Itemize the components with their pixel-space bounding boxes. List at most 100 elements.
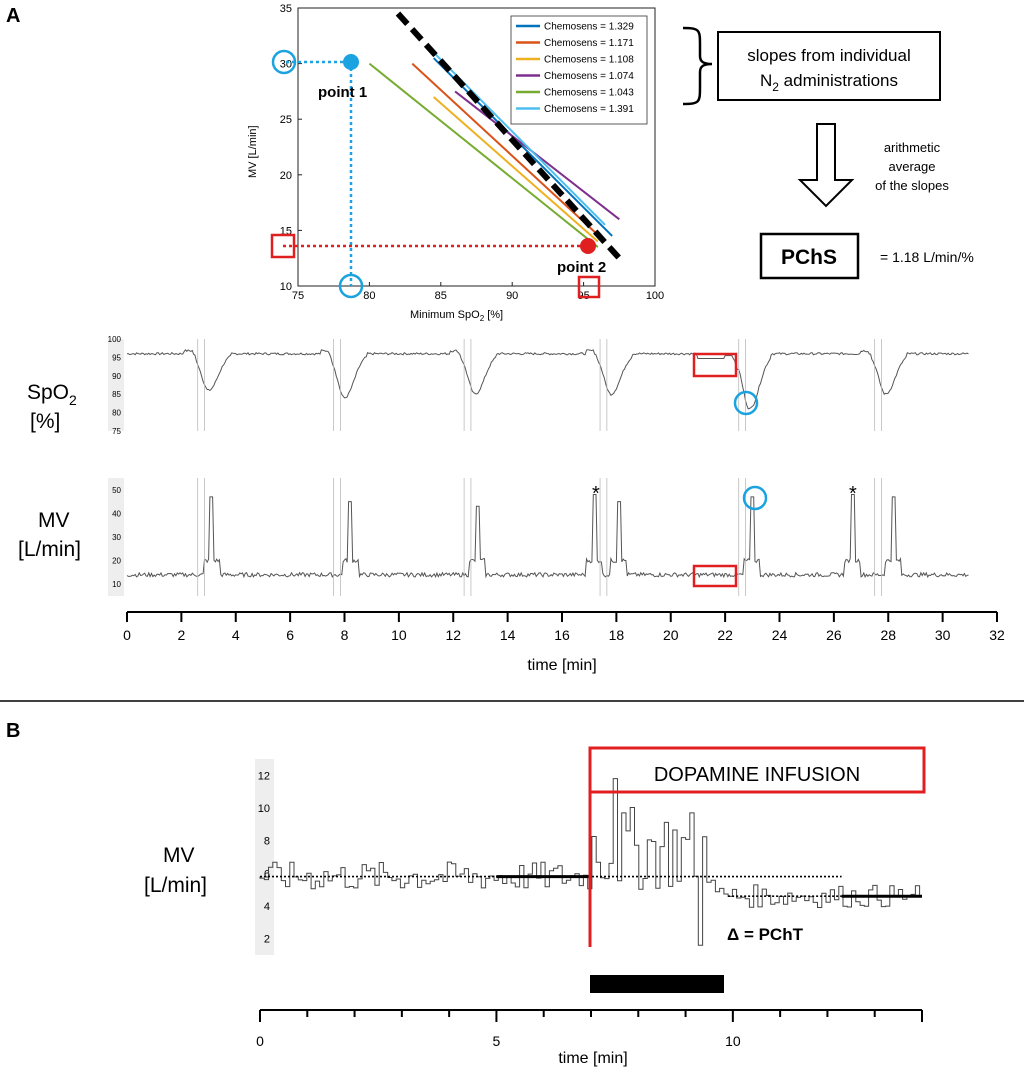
time-axis-a-tick-label: 22 — [717, 627, 733, 643]
series-line-3 — [432, 96, 599, 243]
scatter-x-tick-label: 100 — [646, 290, 664, 302]
average-text-line3: of the slopes — [875, 178, 949, 193]
spo2-trace — [126, 339, 969, 431]
mv-tick-label: 20 — [112, 557, 121, 566]
mv-baseline-highlight — [692, 564, 738, 588]
spo2-label: SpO2 — [27, 381, 77, 408]
panel-label-b: B — [6, 720, 20, 742]
scatter-y-tick-label: 10 — [280, 281, 292, 293]
legend-entry-2: Chemosens = 1.171 — [544, 38, 634, 49]
mv-axis-strip — [108, 478, 124, 596]
time-axis-a-tick-label: 28 — [880, 627, 896, 643]
spo2-nadir-circle — [733, 390, 759, 416]
delta-pcht-label: Δ = PChT — [727, 925, 804, 944]
spo2-line — [126, 348, 969, 410]
time-axis-a-tick-label: 18 — [609, 627, 625, 643]
panelb-tick-label: 12 — [258, 770, 270, 782]
point2-x-square — [577, 275, 601, 299]
slopes-text-line2: N2 administrations — [760, 71, 898, 94]
point1-y-circle — [271, 49, 297, 75]
time-axis-a-tick-label: 4 — [232, 627, 240, 643]
point2-y-square — [270, 233, 296, 259]
panel-label-a: A — [6, 5, 20, 27]
spo2-ticks: 75 80 85 90 95 100 — [108, 335, 122, 436]
down-arrow — [797, 123, 855, 208]
spo2-axis-strip — [108, 339, 124, 431]
legend-entry-4: Chemosens = 1.074 — [544, 71, 634, 82]
spo2-baseline-highlight — [692, 352, 738, 378]
slopes-text-line1: slopes from individual — [747, 46, 910, 65]
scatter-series — [368, 11, 622, 261]
time-axis-a-tick-label: 14 — [500, 627, 516, 643]
time-axis-a-tick-label: 16 — [554, 627, 570, 643]
panelb-axis-strip — [255, 759, 274, 955]
slopes-box — [717, 31, 941, 101]
spo2-tick-label: 80 — [112, 409, 121, 418]
legend-entry-1: Chemosens = 1.329 — [544, 22, 634, 33]
legend-box — [510, 15, 648, 125]
average-text-line2: average — [889, 159, 936, 174]
scatter-y-tick-label: 20 — [280, 170, 292, 182]
legend-entry-6: Chemosens = 1.391 — [544, 104, 634, 115]
time-axis-a-tick-label: 10 — [391, 627, 407, 643]
time-axis-a-tick-label: 12 — [445, 627, 461, 643]
mean-slope-line — [395, 11, 622, 261]
spo2-tick-label: 75 — [112, 427, 121, 436]
panelb-tick-label: 6 — [264, 868, 270, 880]
spo2-tick-label: 95 — [112, 353, 121, 362]
legend-entry-3: Chemosens = 1.108 — [544, 55, 634, 66]
infusion-bar — [590, 975, 724, 993]
panelb-tick-label: 4 — [264, 901, 270, 913]
pchs-value: = 1.18 L/min/% — [880, 249, 974, 265]
point1-label: point 1 — [318, 84, 367, 101]
panelb-tick-label: 8 — [264, 836, 270, 848]
time-axis-a-tick-label: 20 — [663, 627, 679, 643]
legend-entry-5: Chemosens = 1.043 — [544, 88, 634, 99]
scatter-x-axis-label: Minimum SpO2 [%] — [410, 309, 503, 323]
time-axis-b-tick-label: 10 — [725, 1033, 741, 1049]
time-axis-a-tick-label: 6 — [286, 627, 294, 643]
scatter-y-axis-label: MV [L/min] — [247, 125, 259, 178]
scatter-x-tick-label: 80 — [363, 290, 375, 302]
mv-unit: [L/min] — [18, 538, 81, 561]
average-text-line1: arithmetic — [884, 140, 941, 155]
scatter-y-tick-label: 35 — [280, 3, 292, 15]
time-axis-a-tick-label: 26 — [826, 627, 842, 643]
asterisk-2: * — [849, 483, 857, 505]
time-axis-a-label: time [min] — [527, 657, 596, 674]
series-line-1 — [432, 57, 613, 237]
pchs-label: PChS — [781, 246, 837, 269]
time-axis-a-tick-label: 0 — [123, 627, 131, 643]
spo2-tick-label: 85 — [112, 390, 121, 399]
mv-tick-label: 30 — [112, 533, 121, 542]
scatter-x-tick-label: 90 — [506, 290, 518, 302]
time-axis-a-tick-label: 30 — [935, 627, 951, 643]
time-axis-a-tick-label: 24 — [772, 627, 788, 643]
series-line-2 — [411, 62, 606, 243]
dopamine-infusion-marker — [588, 746, 926, 947]
pchs-box — [759, 232, 860, 280]
time-axis-a-tick-label: 2 — [177, 627, 185, 643]
time-axis-b-tick-label: 0 — [256, 1033, 264, 1049]
spo2-tick-label: 90 — [112, 372, 121, 381]
mv-line — [126, 494, 969, 579]
spo2-tick-label: 100 — [108, 335, 122, 344]
panelb-tick-label: 2 — [264, 934, 270, 946]
mv-tick-label: 10 — [112, 580, 121, 589]
series-line-5 — [368, 62, 599, 248]
time-axis-b-label: time [min] — [558, 1050, 627, 1067]
scatter-y-tick-label: 25 — [280, 114, 292, 126]
time-axis-a-tick-label: 8 — [341, 627, 349, 643]
point2-label: point 2 — [557, 259, 606, 276]
time-axis-b: 0 5 10 — [256, 1009, 923, 1049]
mv-tick-label: 50 — [112, 486, 121, 495]
panelb-mv-label: MV — [163, 844, 195, 867]
mv-label: MV — [38, 509, 70, 532]
time-axis-b-tick-label: 5 — [493, 1033, 501, 1049]
scatter-x-tick-label: 75 — [292, 290, 304, 302]
